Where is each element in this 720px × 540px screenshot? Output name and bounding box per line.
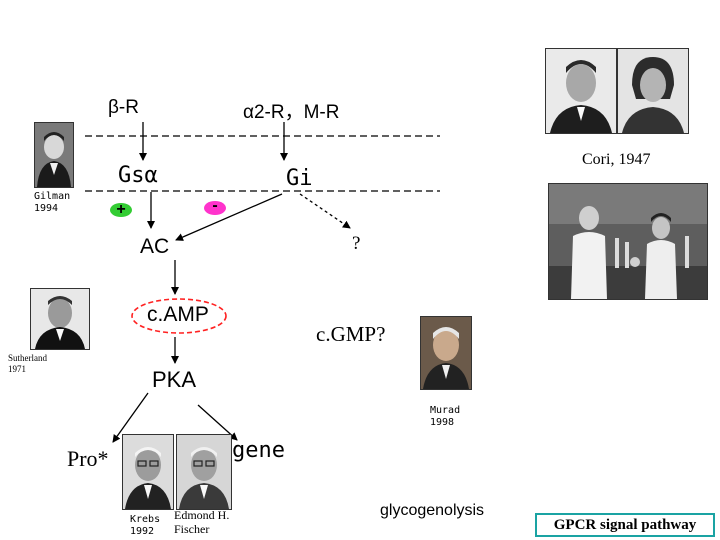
unknown-label: ? (352, 233, 361, 254)
glycogenolysis-label: glycogenolysis (380, 502, 485, 519)
gpcr-pathway-label: GPCR signal pathway (535, 513, 715, 537)
receptor-beta-label: β-R (108, 97, 139, 118)
krebs-portrait (122, 434, 174, 510)
pro-star-label: Pro* (67, 446, 109, 471)
gilman-year: 1994 (34, 203, 59, 214)
gerty-cori-portrait (617, 48, 689, 134)
fischer-name-line1: Edmond H. (174, 508, 230, 522)
fischer-portrait (176, 434, 232, 510)
krebs-name: Krebs (130, 514, 161, 525)
gilman-portrait (34, 122, 74, 188)
camp-highlight-ellipse (131, 298, 227, 334)
krebs-year: 1992 (130, 526, 155, 537)
fischer-name-line2: Fischer (174, 522, 210, 536)
plus-badge: + (110, 202, 132, 218)
murad-name: Murad (430, 405, 461, 416)
cgmp-label: c.GMP? (316, 322, 386, 346)
ac-label: AC (140, 235, 170, 258)
sutherland-caption: Sutherland 1971 (8, 353, 47, 375)
carl-cori-portrait (545, 48, 617, 134)
murad-portrait (420, 316, 472, 390)
murad-caption: Murad 1998 (430, 405, 460, 429)
gene-label: gene (232, 438, 285, 463)
sutherland-portrait (30, 288, 90, 350)
sutherland-year: 1971 (8, 364, 26, 374)
gilman-name: Gilman (34, 191, 71, 202)
sutherland-name: Sutherland (8, 353, 47, 363)
arrow-pka-to-pro (112, 392, 149, 443)
gi-label: Gi (286, 166, 313, 191)
arrow-gi-to-unknown (299, 193, 351, 229)
minus-badge: - (204, 198, 226, 215)
cori-caption: Cori, 1947 (582, 151, 651, 168)
receptor-alpha-m-label: α2-R，M-R (243, 102, 340, 123)
krebs-caption: Krebs 1992 (130, 514, 160, 538)
camp-label: c.AMP (147, 303, 209, 326)
fischer-caption: Edmond H. Fischer (174, 508, 229, 536)
murad-year: 1998 (430, 417, 455, 428)
cori-lab-photo (548, 183, 708, 300)
gs-alpha-label: Gsα (118, 163, 158, 188)
arrow-gi-to-ac (175, 193, 283, 241)
pka-label: PKA (152, 367, 197, 392)
gilman-caption: Gilman 1994 (34, 191, 70, 215)
